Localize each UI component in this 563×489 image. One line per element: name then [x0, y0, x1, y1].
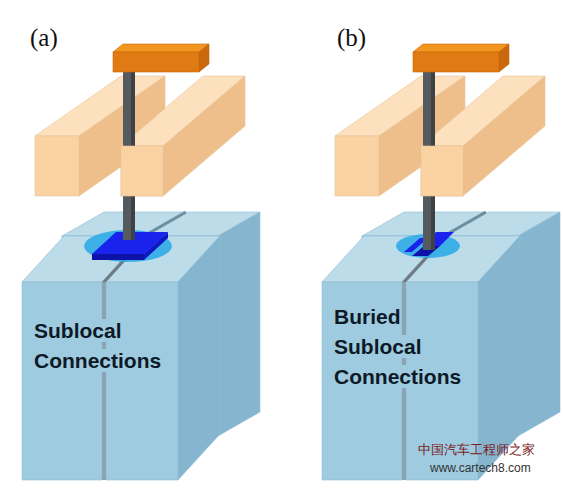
- front-fin-front: [106, 282, 178, 480]
- back-fin-side: [518, 212, 560, 436]
- gate-bar-side: [163, 76, 245, 196]
- gate-bar-front: [421, 146, 463, 196]
- structure-label-text: Sublocal Connections: [34, 319, 161, 372]
- gate-bar-front: [35, 136, 79, 196]
- gate-bar-front: [121, 146, 163, 196]
- front-fin-front: [22, 282, 102, 480]
- front-fin-side: [178, 236, 220, 480]
- metal-line-front: [413, 52, 499, 72]
- metal-line: [413, 44, 509, 72]
- panel-label: (a): [30, 24, 58, 52]
- structure-label: Buried Sublocal Connections: [334, 302, 479, 392]
- metal-line-top: [113, 44, 209, 52]
- watermark: www.cartech8.com: [430, 461, 531, 475]
- gate-bar: [121, 76, 245, 196]
- panel-label: (b): [337, 24, 366, 52]
- metal-line-side: [199, 44, 209, 72]
- gate-bar-front: [121, 146, 163, 196]
- gate-bar-side: [463, 76, 545, 196]
- back-fin-side: [218, 212, 260, 436]
- buried-sublocal-panel: [322, 44, 560, 480]
- watermark: 中国汽车工程师之家: [418, 441, 535, 459]
- metal-line-side: [499, 44, 509, 72]
- gate-bar-front: [335, 136, 379, 196]
- sublocal-contact-edge: [144, 232, 168, 260]
- metal-line: [113, 44, 209, 72]
- metal-line-top: [413, 44, 509, 52]
- gate-bar-front: [421, 146, 463, 196]
- sublocal-contact-edge: [92, 254, 144, 260]
- fin-gap: [102, 282, 106, 480]
- sublocal-panel: [22, 44, 260, 480]
- metal-line-front: [113, 52, 199, 72]
- gate-bar: [421, 76, 545, 196]
- structure-label-text: Buried Sublocal Connections: [334, 305, 461, 388]
- structure-label: Sublocal Connections: [34, 316, 184, 376]
